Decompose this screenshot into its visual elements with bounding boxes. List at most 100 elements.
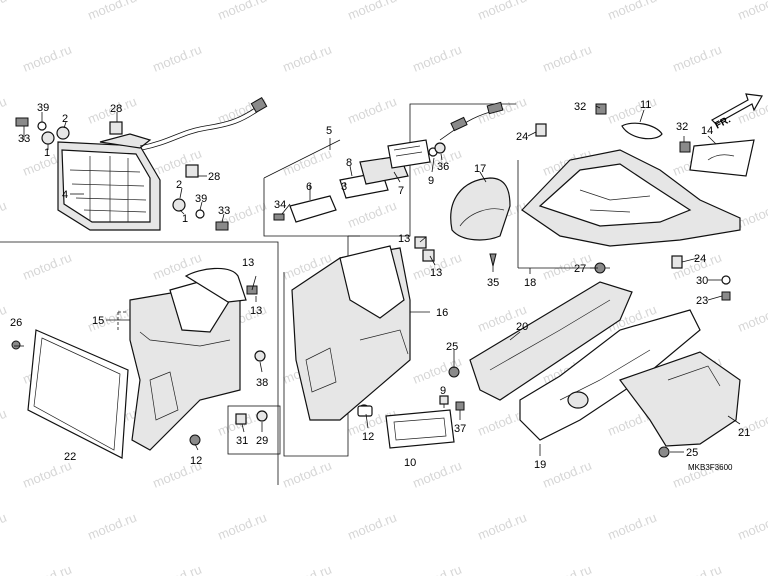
callout-labels: 33 39 2 1 28 4 28 2 39 33 1 5 6 8 3 7 9 … <box>10 99 750 472</box>
frame-assembly-5 <box>263 103 516 237</box>
hardware-left <box>15 117 229 231</box>
watermark-text: motod.ru <box>606 0 659 23</box>
license-plate-bracket <box>11 329 129 459</box>
callout-28a: 28 <box>110 103 122 115</box>
watermark-text: motod.ru <box>0 0 9 23</box>
watermark-text: motod.ru <box>736 302 768 335</box>
frame-items-29-31 <box>227 405 281 455</box>
callout-3: 3 <box>341 181 347 193</box>
callout-23: 23 <box>696 295 708 307</box>
watermark-text: motod.ru <box>151 42 204 75</box>
callout-37: 37 <box>454 423 466 435</box>
watermark-text: motod.ru <box>21 562 74 576</box>
watermark-text: motod.ru <box>0 302 9 335</box>
license-light-assembly <box>273 101 504 223</box>
seat-cowl-cover <box>450 177 511 267</box>
callout-13c: 13 <box>242 257 254 269</box>
watermark-text: motod.ru <box>541 458 594 491</box>
callout-22: 22 <box>64 451 76 463</box>
watermark-text: motod.ru <box>281 146 334 179</box>
callout-9b: 9 <box>440 385 446 397</box>
callout-28b: 28 <box>208 171 220 183</box>
callout-33a: 33 <box>18 133 30 145</box>
watermark-text: motod.ru <box>21 42 74 75</box>
callout-34: 34 <box>274 199 286 211</box>
callout-27: 27 <box>574 263 586 275</box>
callout-2a: 2 <box>62 113 68 125</box>
callout-2b: 2 <box>176 179 182 191</box>
frame-left-inset <box>0 241 279 485</box>
watermark-text: motod.ru <box>86 510 139 543</box>
callout-20: 20 <box>516 321 528 333</box>
rear-reflector <box>357 395 465 449</box>
callout-19: 19 <box>534 459 546 471</box>
watermark-text: motod.ru <box>346 94 399 127</box>
frame-assembly-15 <box>117 311 128 330</box>
watermark-text: motod.ru <box>281 562 334 576</box>
callout-38: 38 <box>256 377 268 389</box>
diagram-code: MKB3F3600 <box>688 463 733 472</box>
callout-25b: 25 <box>686 447 698 459</box>
watermark-text: motod.ru <box>281 458 334 491</box>
watermark-text: motod.ru <box>541 42 594 75</box>
watermark-text: motod.ru <box>86 0 139 23</box>
callout-31: 31 <box>236 435 248 447</box>
watermark-text: motod.ru <box>0 510 9 543</box>
callout-15: 15 <box>92 315 104 327</box>
watermark-text: motod.ru <box>476 0 529 23</box>
callout-36: 36 <box>437 161 449 173</box>
callout-11: 11 <box>640 99 651 111</box>
watermark-text: motod.ru <box>671 42 724 75</box>
callout-13a: 13 <box>398 233 410 245</box>
watermark-text: motod.ru <box>541 562 594 576</box>
callout-4: 4 <box>62 189 68 201</box>
callout-32a: 32 <box>574 101 586 113</box>
callout-30: 30 <box>696 275 708 287</box>
watermark-text: motod.ru <box>736 510 768 543</box>
callout-10: 10 <box>404 457 416 469</box>
leader-lines <box>14 105 741 456</box>
callout-7: 7 <box>398 185 404 197</box>
watermark-text: motod.ru <box>281 42 334 75</box>
callout-35: 35 <box>487 277 499 289</box>
watermark-text: motod.ru <box>411 42 464 75</box>
watermark-text: motod.ru <box>151 562 204 576</box>
watermark-text: motod.ru <box>736 0 768 23</box>
watermark-text: motod.ru <box>671 562 724 576</box>
callout-33b: 33 <box>218 205 230 217</box>
callout-32b: 32 <box>676 121 688 133</box>
callout-5: 5 <box>326 125 332 137</box>
callout-13d: 13 <box>250 305 262 317</box>
callout-24a: 24 <box>516 131 528 143</box>
rear-cowl-inner <box>521 123 741 274</box>
callout-16: 16 <box>436 307 448 319</box>
callout-17: 17 <box>474 163 486 175</box>
watermark-text: motod.ru <box>411 458 464 491</box>
callout-18: 18 <box>524 277 536 289</box>
tail-light-assembly <box>57 96 268 231</box>
watermark-text: motod.ru <box>346 198 399 231</box>
rear-fender-b <box>291 236 435 421</box>
callout-25a: 25 <box>446 341 458 353</box>
callout-9a: 9 <box>428 175 434 187</box>
watermark-text: motod.ru <box>606 510 659 543</box>
watermark-text: motod.ru <box>216 510 269 543</box>
watermark-text: motod.ru <box>0 198 9 231</box>
watermark-text: motod.ru <box>216 0 269 23</box>
callout-39b: 39 <box>195 193 207 205</box>
watermark-text: motod.ru <box>0 94 9 127</box>
callout-6: 6 <box>306 181 312 193</box>
callout-1b: 1 <box>182 213 188 225</box>
callout-1a: 1 <box>44 147 50 159</box>
callout-21: 21 <box>738 427 750 439</box>
watermark-text: motod.ru <box>476 510 529 543</box>
rear-side-covers <box>448 275 741 458</box>
callout-39a: 39 <box>37 102 49 114</box>
callout-26: 26 <box>10 317 22 329</box>
callout-29: 29 <box>256 435 268 447</box>
watermark-text: motod.ru <box>0 406 9 439</box>
watermark-text: motod.ru <box>21 250 74 283</box>
watermark-text: motod.ru <box>346 510 399 543</box>
watermark-text: motod.ru <box>411 562 464 576</box>
